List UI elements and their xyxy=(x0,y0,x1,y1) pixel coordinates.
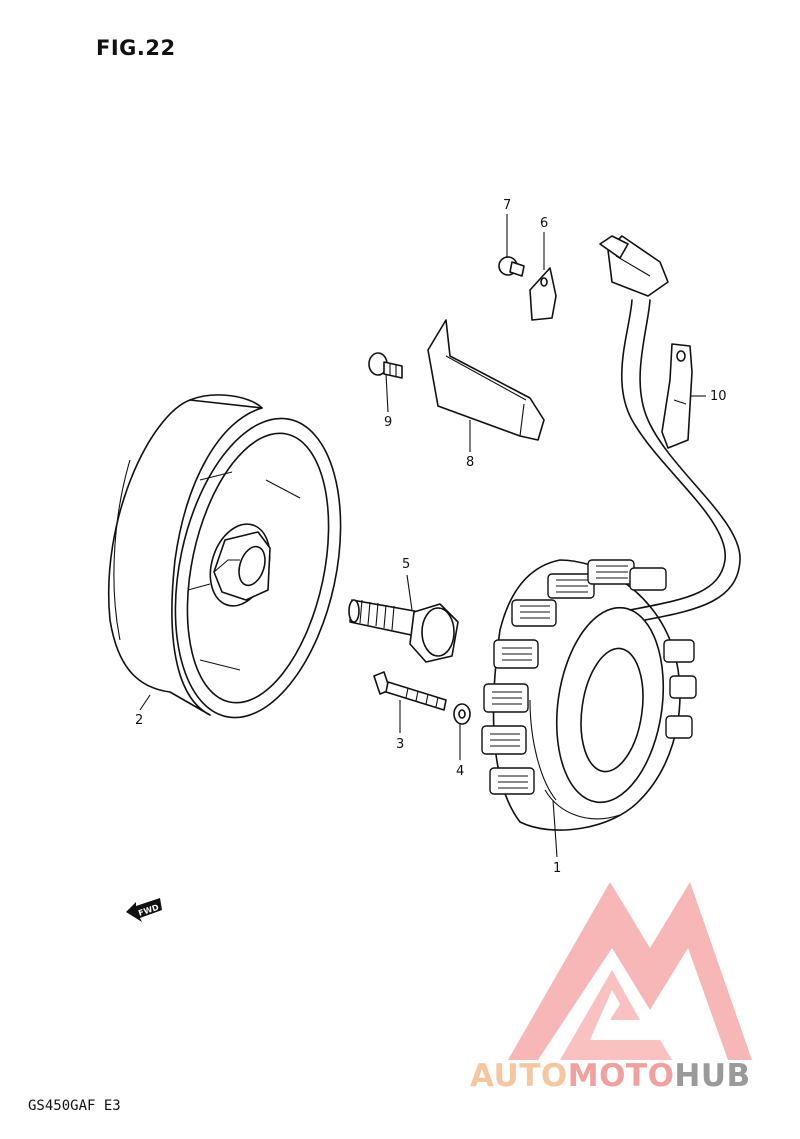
washer xyxy=(453,703,471,725)
callout-part-3: 3 xyxy=(396,737,404,752)
callout-part-9: 9 xyxy=(384,415,392,430)
clamp-screw xyxy=(368,352,403,379)
model-code: GS450GAF E3 xyxy=(28,1098,121,1114)
callout-part-2: 2 xyxy=(135,713,143,728)
callout-part-5: 5 xyxy=(402,557,410,572)
rotor-bolt xyxy=(348,599,459,663)
watermark-hub: HUB xyxy=(674,1058,751,1094)
lead-wire-clamp xyxy=(529,267,557,321)
watermark-text: AUTOMOTOHUB xyxy=(470,1058,751,1094)
callout-part-1: 1 xyxy=(553,861,561,876)
watermark-auto: AUTO xyxy=(470,1058,568,1094)
wire-clamp xyxy=(661,343,693,449)
stator-screw xyxy=(373,671,447,711)
callout-part-10: 10 xyxy=(710,389,727,404)
forward-arrow-icon: FWD xyxy=(126,898,162,922)
figure-title: FIG.22 xyxy=(96,36,176,60)
watermark-moto: MOTO xyxy=(567,1058,675,1094)
leader-lines xyxy=(139,214,706,858)
callout-part-8: 8 xyxy=(466,455,474,470)
stator-assembly xyxy=(481,235,741,831)
callout-part-4: 4 xyxy=(456,764,464,779)
callout-part-6: 6 xyxy=(540,216,548,231)
triangle-m-logo-icon xyxy=(508,882,752,1060)
cover-plate xyxy=(427,319,545,441)
callout-part-7: 7 xyxy=(503,198,511,213)
rotor-flywheel xyxy=(108,394,342,719)
small-screw xyxy=(498,256,525,277)
